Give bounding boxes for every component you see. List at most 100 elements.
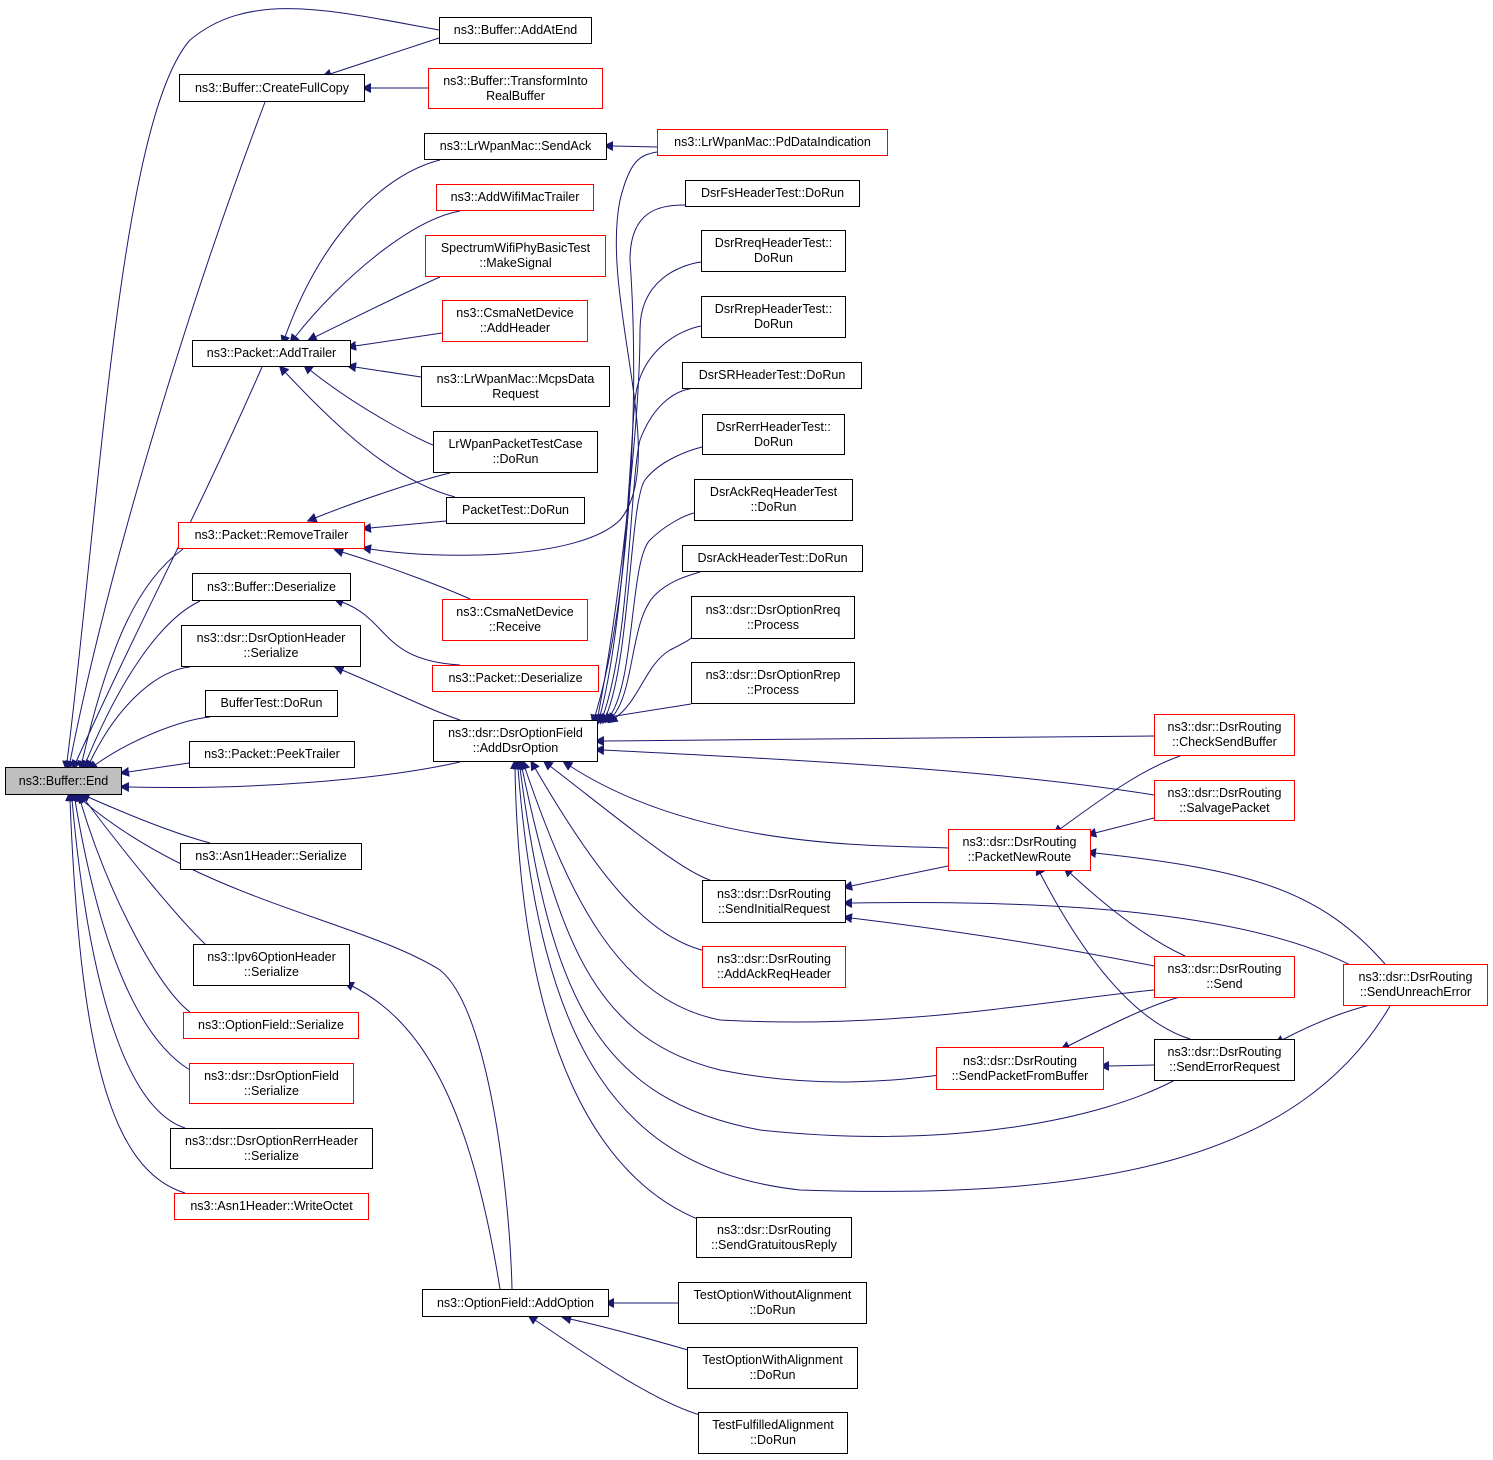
- edge-adddsroption-addackreqheader: [530, 760, 711, 953]
- edge-sendinitialrequest-send: [842, 913, 1155, 967]
- edge-adddsroption-ackreqheader: [604, 512, 695, 724]
- node-dsroptionrrep-process[interactable]: ns3::dsr::DsrOptionRrep ::Process: [691, 662, 855, 704]
- edge-packetnewroute-checksendbuffer: [1052, 755, 1181, 835]
- edge-addoption-testfulfilled: [527, 1315, 701, 1416]
- edge-adddsroption-rerrheader: [601, 446, 703, 725]
- edge-adddsroption-srheader: [598, 388, 691, 725]
- node-dsrrouting-senderrorrequest[interactable]: ns3::dsr::DsrRouting ::SendErrorRequest: [1154, 1039, 1295, 1081]
- node-dsrrreqheadertest-dorun[interactable]: DsrRreqHeaderTest:: DoRun: [701, 230, 846, 272]
- node-dsrrouting-sendgratuitousreply[interactable]: ns3::dsr::DsrRouting ::SendGratuitousRep…: [696, 1217, 852, 1258]
- node-dsroptionrerrheader-serialize[interactable]: ns3::dsr::DsrOptionRerrHeader ::Serializ…: [170, 1128, 373, 1169]
- node-testfulfilledalignment-dorun[interactable]: TestFulfilledAlignment ::DoRun: [698, 1412, 848, 1454]
- edge-addtrailer-lrwpanpackettestcase: [302, 364, 434, 446]
- edge-sendack-pddataindication: [603, 141, 658, 152]
- edge-adddsroption-checksendbuffer: [594, 735, 1155, 746]
- edge-sendinitialrequest-packetnewroute: [842, 865, 949, 891]
- edge-createfullcopy-addatend: [321, 37, 440, 79]
- edge-adddsroption-send: [520, 759, 1155, 1023]
- edge-end-optionfieldserialize: [75, 791, 191, 1013]
- edge-end-dsroptionheaderserialize: [85, 666, 191, 771]
- node-optionfield-serialize[interactable]: ns3::OptionField::Serialize: [183, 1012, 359, 1039]
- edge-sendinitialrequest-sendunreacherror: [842, 897, 1361, 971]
- node-addwifimactrailer[interactable]: ns3::AddWifiMacTrailer: [436, 184, 594, 211]
- edge-sendpacketfrombuffer-senderrorrequest: [1099, 1060, 1155, 1071]
- node-buffer-addatend[interactable]: ns3::Buffer::AddAtEnd: [439, 17, 592, 44]
- edge-end-adddsroption: [119, 761, 461, 793]
- node-dsrrouting-checksendbuffer[interactable]: ns3::dsr::DsrRouting ::CheckSendBuffer: [1154, 714, 1295, 756]
- edge-end-createfullcopy: [65, 101, 266, 771]
- edge-adddsroption-fsheader: [590, 204, 686, 725]
- node-dsrsrheadertest-dorun[interactable]: DsrSRHeaderTest::DoRun: [682, 362, 862, 389]
- node-buffer-createfullcopy[interactable]: ns3::Buffer::CreateFullCopy: [179, 74, 365, 102]
- node-dsroptionfield-serialize[interactable]: ns3::dsr::DsrOptionField ::Serialize: [189, 1063, 354, 1104]
- node-buffer-end: ns3::Buffer::End: [5, 767, 122, 795]
- node-dsrfsheadertest-dorun[interactable]: DsrFsHeaderTest::DoRun: [685, 180, 860, 207]
- node-dsrrouting-addackreqheader[interactable]: ns3::dsr::DsrRouting ::AddAckReqHeader: [702, 946, 846, 988]
- edge-adddsroption-sendpacketfrombuffer: [517, 759, 941, 1083]
- edge-adddsroption-salvagepacket: [594, 745, 1155, 796]
- edge-end-removetrailer: [77, 548, 184, 771]
- node-packet-deserialize[interactable]: ns3::Packet::Deserialize: [432, 665, 599, 692]
- node-dsrrouting-sendpacketfrombuffer[interactable]: ns3::dsr::DsrRouting ::SendPacketFromBuf…: [936, 1047, 1104, 1090]
- edge-end-dsroptionrerrheader: [67, 791, 186, 1129]
- edge-adddsroption-packetnewroute: [562, 761, 949, 849]
- edge-removetrailer-packettest: [361, 520, 447, 533]
- edge-removetrailer-csmareceive: [333, 547, 471, 600]
- edge-end-asn1serialize: [79, 792, 211, 844]
- node-dsrackheadertest-dorun[interactable]: DsrAckHeaderTest::DoRun: [682, 545, 863, 572]
- edge-dsroptionheaderserialize-adddsroption: [333, 665, 461, 721]
- node-buffer-deserialize[interactable]: ns3::Buffer::Deserialize: [192, 573, 351, 601]
- edge-end-peektrailer: [119, 762, 190, 777]
- node-asn1header-serialize[interactable]: ns3::Asn1Header::Serialize: [180, 843, 362, 870]
- node-dsroptionfield-adddsroption[interactable]: ns3::dsr::DsrOptionField ::AddDsrOption: [433, 720, 598, 762]
- edge-adddsroption-rrepprocess: [594, 703, 692, 723]
- node-packet-peektrailer[interactable]: ns3::Packet::PeekTrailer: [189, 741, 355, 768]
- edge-adddsroption-sendinitialrequest: [542, 760, 711, 881]
- edge-end-addoption: [75, 794, 513, 1290]
- node-dsrrouting-salvagepacket[interactable]: ns3::dsr::DsrRouting ::SalvagePacket: [1154, 780, 1295, 821]
- node-lrwpanmac-pddataindication[interactable]: ns3::LrWpanMac::PdDataIndication: [657, 129, 888, 156]
- edge-adddsroption-sendgratuitousreply: [510, 759, 701, 1221]
- node-asn1header-writeoctet[interactable]: ns3::Asn1Header::WriteOctet: [174, 1193, 369, 1220]
- edge-addtrailer-csmaaddheader: [346, 332, 443, 351]
- node-dsrrrepheadertest-dorun[interactable]: DsrRrepHeaderTest:: DoRun: [701, 296, 846, 338]
- node-optionfield-addoption[interactable]: ns3::OptionField::AddOption: [422, 1289, 609, 1317]
- node-packettest-dorun[interactable]: PacketTest::DoRun: [446, 497, 585, 524]
- node-dsroptionrreq-process[interactable]: ns3::dsr::DsrOptionRreq ::Process: [691, 596, 855, 639]
- edge-adddsroption-sendunreacherror: [513, 759, 1391, 1192]
- node-dsrrerrheadertest-dorun[interactable]: DsrRerrHeaderTest:: DoRun: [702, 414, 845, 455]
- node-packet-addtrailer[interactable]: ns3::Packet::AddTrailer: [192, 340, 351, 367]
- node-dsrrouting-sendunreacherror[interactable]: ns3::dsr::DsrRouting ::SendUnreachError: [1343, 964, 1488, 1006]
- node-lrwpanmac-mcpsdatarequest[interactable]: ns3::LrWpanMac::McpsData Request: [421, 366, 610, 407]
- edge-end-dsroptionfieldserialize: [70, 791, 191, 1071]
- edge-end-bufferdeserialize: [81, 600, 201, 771]
- node-packet-removetrailer[interactable]: ns3::Packet::RemoveTrailer: [178, 522, 365, 549]
- node-buffertest-dorun[interactable]: BufferTest::DoRun: [205, 690, 338, 717]
- edge-ipv6optionheader-addoption: [343, 981, 501, 1290]
- node-buffer-transformintorealbuffer[interactable]: ns3::Buffer::TransformInto RealBuffer: [428, 68, 603, 109]
- edge-end-writeoctet: [65, 791, 186, 1194]
- node-dsrrouting-packetnewroute[interactable]: ns3::dsr::DsrRouting ::PacketNewRoute: [948, 829, 1091, 871]
- node-dsrrouting-send[interactable]: ns3::dsr::DsrRouting ::Send: [1154, 956, 1295, 998]
- node-lrwpanpackettestcase-dorun[interactable]: LrWpanPacketTestCase ::DoRun: [433, 431, 598, 473]
- edge-adddsroption-ackheader: [607, 571, 701, 723]
- edge-addtrailer-sendack: [280, 159, 441, 346]
- edge-bufferdeserialize-packetdeserialize: [333, 597, 461, 666]
- edge-addoption-testwith: [561, 1314, 696, 1353]
- edge-packetnewroute-send: [1063, 866, 1186, 957]
- node-ipv6optionheader-serialize[interactable]: ns3::Ipv6OptionHeader ::Serialize: [193, 944, 350, 986]
- node-testoptionwithalignment-dorun[interactable]: TestOptionWithAlignment ::DoRun: [687, 1347, 858, 1389]
- node-csmanetdevice-addheader[interactable]: ns3::CsmaNetDevice ::AddHeader: [442, 300, 588, 342]
- edge-addtrailer-spectrum: [306, 276, 441, 342]
- node-dsrrouting-sendinitialrequest[interactable]: ns3::dsr::DsrRouting ::SendInitialReques…: [702, 880, 846, 923]
- node-dsrackreqheadertest-dorun[interactable]: DsrAckReqHeaderTest ::DoRun: [694, 479, 853, 521]
- node-dsroptionheader-serialize[interactable]: ns3::dsr::DsrOptionHeader ::Serialize: [181, 625, 361, 667]
- edge-removetrailer-pddataindication: [361, 151, 658, 556]
- edge-sendpacketfrombuffer-send: [1059, 996, 1181, 1051]
- node-csmanetdevice-receive[interactable]: ns3::CsmaNetDevice ::Receive: [442, 599, 588, 641]
- node-spectrumwifiphybasictest-makesignal[interactable]: SpectrumWifiPhyBasicTest ::MakeSignal: [425, 235, 606, 277]
- node-lrwpanmac-sendack[interactable]: ns3::LrWpanMac::SendAck: [424, 133, 607, 160]
- edge-packetnewroute-salvagepacket: [1086, 817, 1155, 838]
- node-testoptionwithoutalignment-dorun[interactable]: TestOptionWithoutAlignment ::DoRun: [678, 1282, 867, 1324]
